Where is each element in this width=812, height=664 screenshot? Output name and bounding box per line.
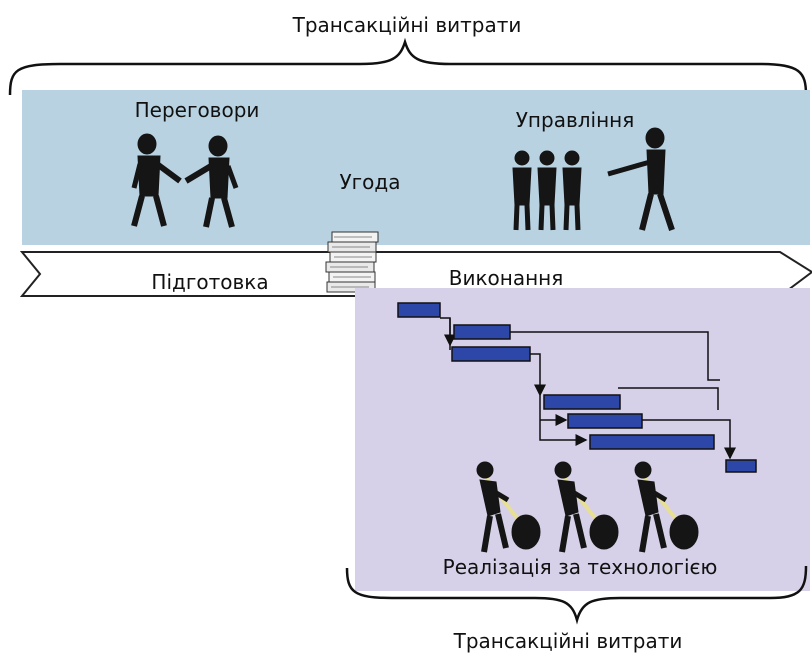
negotiations-label: Переговори xyxy=(135,98,260,122)
implementation-label: Реалізація за технологією xyxy=(443,555,718,579)
workers-group-icon xyxy=(512,150,582,231)
pointing-manager-icon xyxy=(607,127,675,231)
agreement-label: Угода xyxy=(339,170,400,194)
handshake-figures-icon xyxy=(131,133,239,228)
top-brace xyxy=(8,37,808,96)
execution-label: Виконання xyxy=(449,266,564,290)
bottom-brace-label: Трансакційні витрати xyxy=(453,629,683,653)
management-label: Управління xyxy=(516,108,635,132)
preparation-label: Підготовка xyxy=(151,270,268,294)
top-brace-label: Трансакційні витрати xyxy=(292,13,522,37)
digging-worker-icon xyxy=(476,461,699,553)
bottom-brace xyxy=(345,565,808,625)
gantt-chart-icon xyxy=(397,302,757,473)
document-stack-icon xyxy=(325,231,379,293)
